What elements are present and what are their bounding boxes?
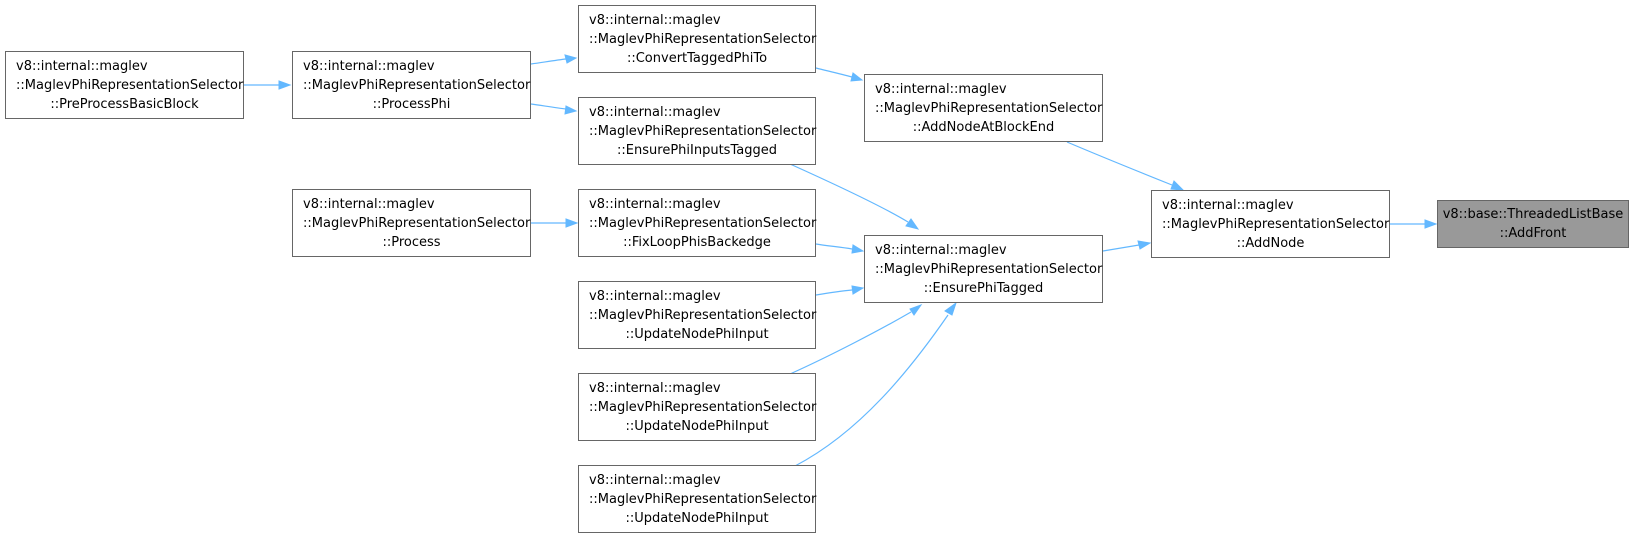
edge-n_update1-to-n_ensuretagged [815,289,853,296]
node-update-node-phi-input-2[interactable]: v8::internal::maglev ::MaglevPhiRepresen… [578,373,816,441]
node-ensure-phi-tagged[interactable]: v8::internal::maglev ::MaglevPhiRepresen… [864,235,1103,303]
node-line: ::MaglevPhiRepresentationSelector [589,491,817,507]
node-line: ::Process [382,234,441,250]
node-line: v8::internal::maglev [303,58,435,74]
node-process[interactable]: v8::internal::maglev ::MaglevPhiRepresen… [292,189,531,257]
node-line: ::PreProcessBasicBlock [50,96,199,112]
node-update-node-phi-input-1[interactable]: v8::internal::maglev ::MaglevPhiRepresen… [578,281,816,349]
arrowhead-icon [944,301,957,316]
node-line: ::MaglevPhiRepresentationSelector [16,77,244,93]
node-line: ::MaglevPhiRepresentationSelector [875,100,1103,116]
node-line: v8::internal::maglev [589,104,721,120]
node-fix-loop-phis-backedge[interactable]: v8::internal::maglev ::MaglevPhiRepresen… [578,189,816,257]
node-line: ::MaglevPhiRepresentationSelector [589,123,817,139]
node-line: ::AddFront [1499,226,1567,241]
node-line: ::MaglevPhiRepresentationSelector [1162,216,1390,232]
node-line: ::MaglevPhiRepresentationSelector [589,31,817,47]
arrowhead-icon [565,218,579,228]
node-line: ::MaglevPhiRepresentationSelector [589,215,817,231]
node-line: ::MaglevPhiRepresentationSelector [303,215,531,231]
node-line: ::MaglevPhiRepresentationSelector [589,399,817,415]
node-add-node-at-block-end[interactable]: v8::internal::maglev ::MaglevPhiRepresen… [864,74,1103,142]
node-line: ::AddNodeAtBlockEnd [912,119,1055,135]
node-line: v8::internal::maglev [589,12,721,28]
node-line: v8::base::ThreadedListBase [1442,207,1624,222]
node-line: ::UpdateNodePhiInput [625,418,769,434]
node-update-node-phi-input-3[interactable]: v8::internal::maglev ::MaglevPhiRepresen… [578,465,816,533]
edge-n_ensuretagged-to-n_addnode [1102,244,1140,252]
arrowhead-icon [851,244,865,254]
node-process-phi[interactable]: v8::internal::maglev ::MaglevPhiRepresen… [292,51,531,119]
node-line: ::MaglevPhiRepresentationSelector [589,307,817,323]
node-line: ::FixLoopPhisBackedge [623,234,771,250]
node-line: ::EnsurePhiInputsTagged [617,142,777,158]
arrowhead-icon [1170,180,1185,191]
node-line: ::UpdateNodePhiInput [625,510,769,526]
arrowhead-icon [850,72,864,82]
edge-n_processphi-to-n_ensureinputs [530,103,567,110]
arrowhead-icon [564,105,578,115]
edge-n_update2-to-n_ensuretagged [789,311,912,375]
node-line: v8::internal::maglev [1162,197,1294,213]
node-line: v8::internal::maglev [303,196,435,212]
arrowhead-icon [278,80,292,90]
node-add-node[interactable]: v8::internal::maglev ::MaglevPhiRepresen… [1151,190,1390,258]
node-line: v8::internal::maglev [589,472,721,488]
arrowhead-icon [1424,219,1438,229]
node-line: ::AddNode [1236,235,1305,251]
node-line: ::ProcessPhi [372,96,451,112]
node-line: v8::internal::maglev [875,242,1007,258]
arrowhead-icon [909,303,923,316]
edge-n_convert-to-n_addatend [815,67,853,78]
arrowhead-icon [1137,240,1152,250]
edge-n_update3-to-n_ensuretagged [794,314,949,467]
edge-n_addatend-to-n_addnode [1066,141,1173,186]
node-convert-tagged-phi-to[interactable]: v8::internal::maglev ::MaglevPhiRepresen… [578,5,816,73]
node-line: v8::internal::maglev [16,58,148,74]
node-line: v8::internal::maglev [589,288,721,304]
node-ensure-phi-inputs-tagged[interactable]: v8::internal::maglev ::MaglevPhiRepresen… [578,97,816,165]
node-line: ::EnsurePhiTagged [923,280,1044,296]
node-preprocess-basic-block[interactable]: v8::internal::maglev ::MaglevPhiRepresen… [5,51,244,119]
arrowhead-icon [851,285,865,295]
edge-n_processphi-to-n_convert [530,58,567,65]
node-line: ::UpdateNodePhiInput [625,326,769,342]
node-line: v8::internal::maglev [875,81,1007,97]
node-add-front-current[interactable]: v8::base::ThreadedListBase ::AddFront [1437,200,1629,248]
node-line: v8::internal::maglev [589,380,721,396]
arrowhead-icon [905,218,920,230]
edge-n_fixloop-to-n_ensuretagged [815,243,853,250]
edge-n_ensureinputs-to-n_ensuretagged [789,163,909,223]
node-line: ::MaglevPhiRepresentationSelector [303,77,531,93]
node-line: v8::internal::maglev [589,196,721,212]
node-line: ::ConvertTaggedPhiTo [626,50,768,66]
node-line: ::MaglevPhiRepresentationSelector [875,261,1103,277]
arrowhead-icon [564,54,578,64]
